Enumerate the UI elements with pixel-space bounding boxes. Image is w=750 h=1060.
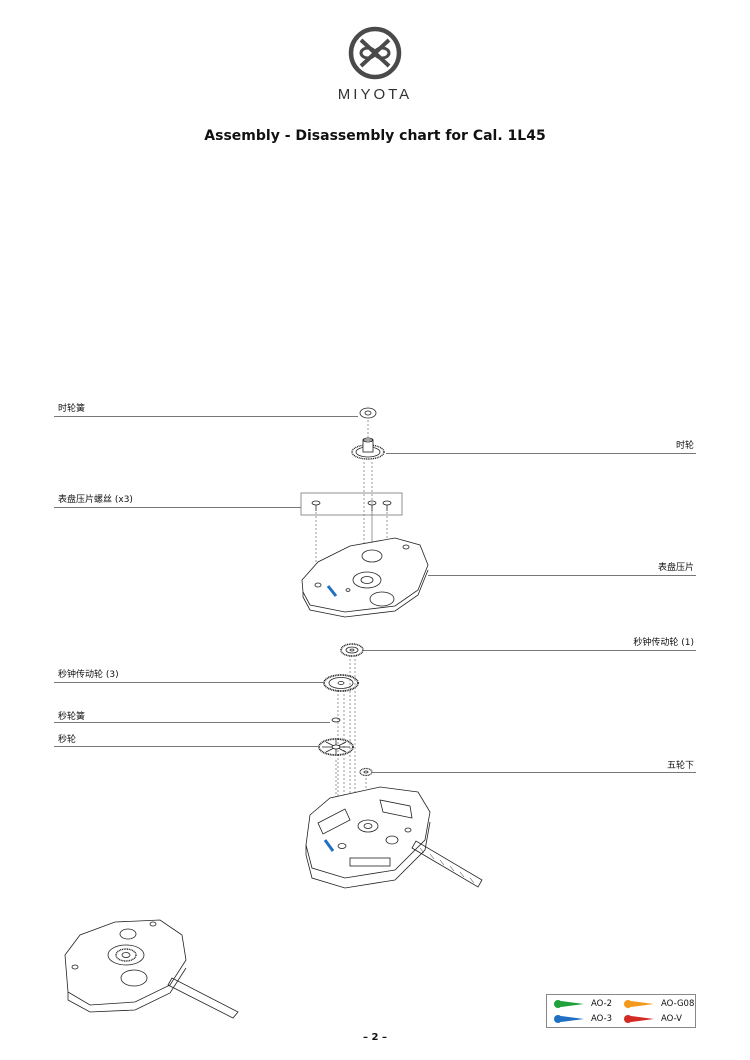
legend-label: AO-3 [591,1014,613,1024]
part-label-hour-wheel: 时轮 [675,441,694,451]
brand-logo: MIYOTA [0,26,750,103]
hour-wheel-spring-icon [359,407,377,419]
part-label-dial-plate: 表盘压片 [657,563,694,573]
leader-line [364,650,696,651]
part-label-fifth-wheel-lower: 五轮下 [666,761,694,771]
legend-item-ao-v: AO-V [623,1014,682,1024]
hour-wheel-icon [351,437,385,460]
fifth-wheel-lower-icon [359,767,373,777]
leader-line [54,746,319,747]
leader-line [54,682,324,683]
movement-icon [305,786,483,889]
brand-name: MIYOTA [337,86,413,103]
dial-plate-icon [301,537,429,618]
part-label-dial-plate-screw: 表盘压片螺丝 (x3) [58,495,133,505]
part-label-second-transmission-wheel-3: 秒钟传动轮 (3) [58,670,119,680]
legend-label: AO-2 [591,999,613,1009]
page-number: – 2 – [363,1032,387,1043]
miyota-logo-icon [348,26,402,80]
screw-icon [311,500,392,511]
leader-line [372,772,696,773]
page-title: Assembly - Disassembly chart for Cal. 1L… [204,128,546,144]
leader-line [54,507,301,508]
oiler-green-icon [554,1000,584,1008]
second-wheel-icon [318,738,354,756]
legend-label: AO-V [661,1014,682,1024]
leader-line [428,575,696,576]
second-wheel-spring-icon [331,717,341,723]
second-transmission-wheel-1-icon [340,643,364,657]
part-label-second-wheel: 秒轮 [58,735,77,745]
oiler-red-icon [624,1015,654,1023]
legend-item-ao-2: AO-2 [553,999,612,1009]
assembled-movement-icon [64,919,239,1019]
part-label-second-transmission-wheel-1: 秒钟传动轮 (1) [633,638,694,648]
part-label-hour-wheel-spring: 时轮簧 [58,404,86,414]
legend-item-ao-g08: AO-G08 [623,999,694,1009]
oiler-blue-icon [554,1015,584,1023]
legend-item-ao-3: AO-3 [553,1014,612,1024]
leader-line [54,416,358,417]
leader-line [54,722,330,723]
leader-line [386,453,696,454]
second-transmission-wheel-3-icon [323,674,359,692]
oil-legend: AO-2 AO-G08 AO-3 AO-V [546,994,696,1028]
legend-label: AO-G08 [661,999,695,1009]
part-label-second-wheel-spring: 秒轮簧 [58,712,86,722]
oiler-orange-icon [624,1000,654,1008]
